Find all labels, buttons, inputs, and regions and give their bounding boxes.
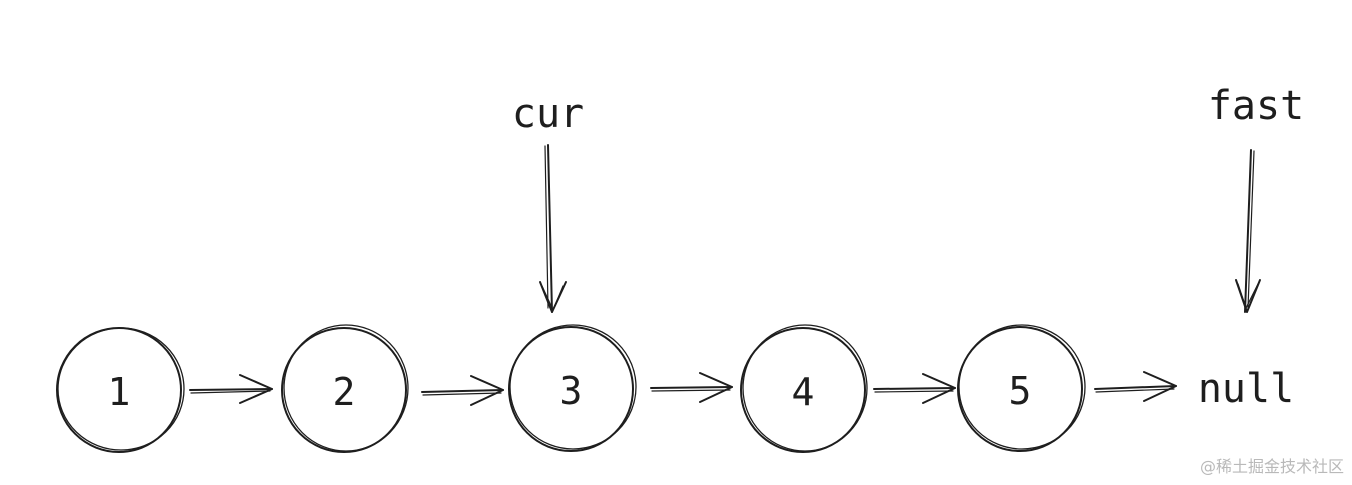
cur-pointer-arrow — [539, 144, 567, 313]
node-label: 2 — [333, 370, 356, 414]
list-node-4: 4 — [740, 324, 868, 453]
next-arrow-3-4 — [650, 372, 733, 403]
null-terminal-label: null — [1198, 366, 1294, 412]
fast-pointer-label: fast — [1208, 83, 1304, 129]
cur-pointer-label: cur — [512, 91, 584, 137]
watermark-text: @稀土掘金技术社区 — [1199, 457, 1344, 476]
list-node-5: 5 — [957, 324, 1086, 452]
node-label: 4 — [792, 370, 815, 414]
node-label: 1 — [108, 370, 131, 414]
list-node-3: 3 — [508, 324, 637, 452]
next-arrow-4-5 — [873, 373, 956, 404]
next-arrow-1-2 — [189, 374, 273, 404]
next-arrow-5-null — [1094, 371, 1177, 402]
fast-pointer-arrow — [1235, 149, 1261, 313]
next-arrow-2-3 — [421, 375, 504, 406]
node-label: 5 — [1009, 369, 1032, 413]
list-node-2: 2 — [281, 324, 409, 453]
list-node-1: 1 — [56, 327, 185, 453]
node-label: 3 — [560, 369, 583, 413]
